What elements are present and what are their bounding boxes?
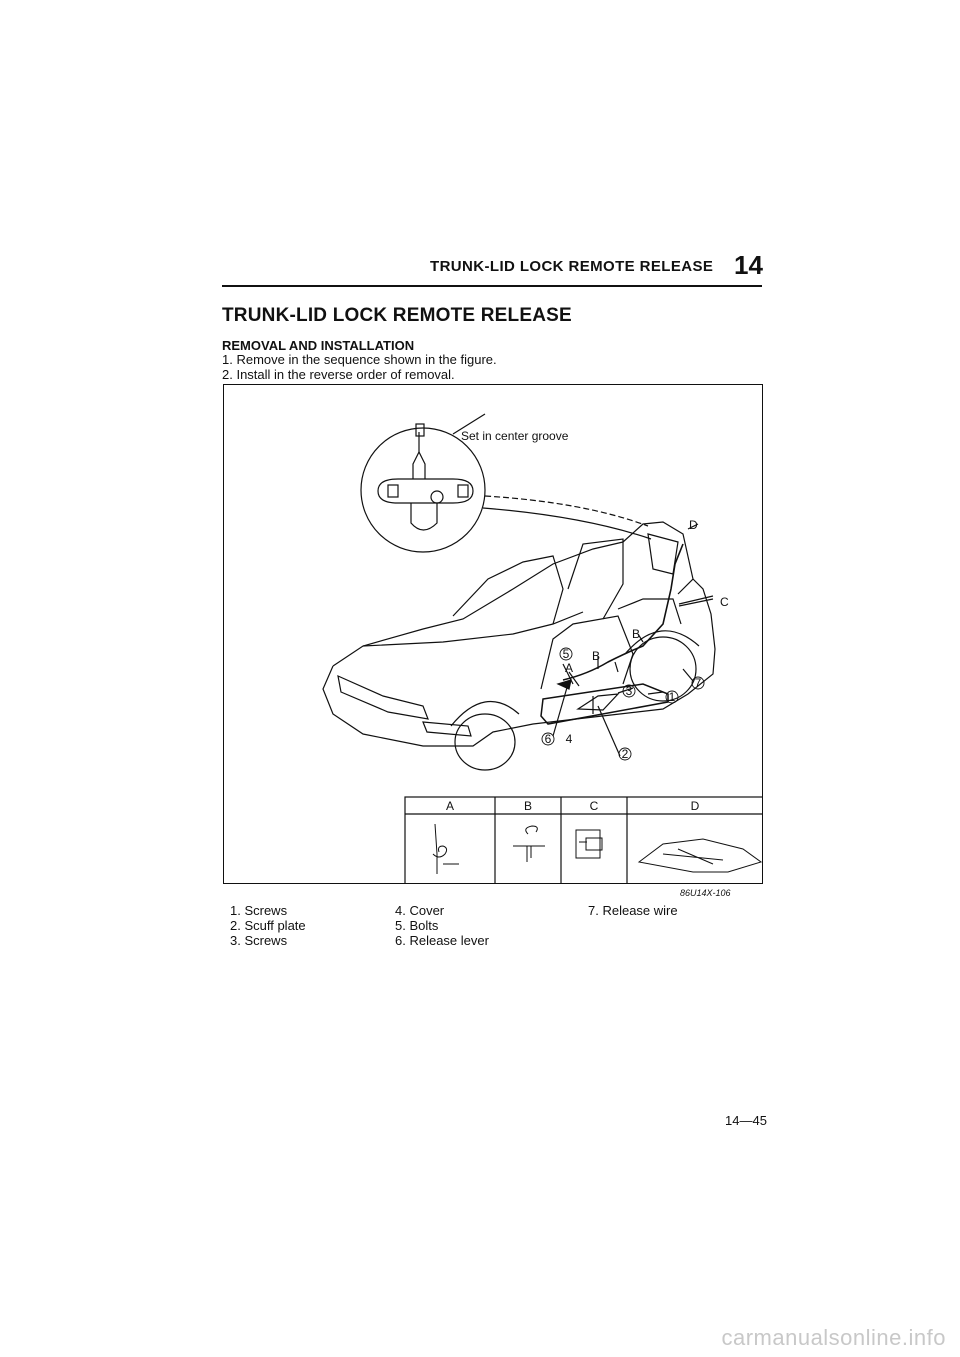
table-header-a: A xyxy=(446,799,454,813)
svg-text:3: 3 xyxy=(626,684,633,698)
detail-table xyxy=(404,796,763,884)
car-drawing xyxy=(322,413,716,771)
legend-item: 1. Screws xyxy=(230,903,288,918)
part-marker: 6 xyxy=(541,732,555,746)
part-marker: 2 xyxy=(618,747,632,761)
center-groove-callout: Set in center groove xyxy=(461,429,569,443)
chapter-number: 14 xyxy=(734,250,763,280)
svg-text:2: 2 xyxy=(622,747,629,761)
legend-item: 3. Screws xyxy=(230,933,288,948)
detail-circle xyxy=(360,427,486,553)
legend-item: 4. Cover xyxy=(395,903,445,918)
legend-item: 2. Scuff plate xyxy=(230,918,306,933)
legend-column: 1. Screws 2. Scuff plate 3. Screws xyxy=(230,903,306,948)
part-marker: 3 xyxy=(622,684,636,698)
svg-text:5: 5 xyxy=(563,647,570,661)
legend-item: 5. Bolts xyxy=(395,918,439,933)
svg-text:4: 4 xyxy=(566,732,573,746)
detail-label-a: A xyxy=(565,661,573,675)
svg-text:6: 6 xyxy=(545,732,552,746)
watermark: carmanualsonline.info xyxy=(0,1325,960,1351)
header-rule xyxy=(222,285,762,287)
part-marker: 4 xyxy=(566,732,573,746)
table-header-d: D xyxy=(691,799,700,813)
legend-item: 7. Release wire xyxy=(588,903,678,918)
legend-column: 4. Cover 5. Bolts 6. Release lever xyxy=(395,903,489,948)
legend-column: 7. Release wire xyxy=(588,903,678,918)
table-header-c: C xyxy=(590,799,599,813)
detail-label-b: B xyxy=(592,649,600,663)
table-header-b: B xyxy=(524,799,532,813)
part-marker: 1 xyxy=(665,690,679,704)
detail-label-b: B xyxy=(632,627,640,641)
watermark-text: carmanualsonline.info xyxy=(721,1325,946,1350)
figure-code: 86U14X-106 xyxy=(680,888,731,898)
header-title: TRUNK-LID LOCK REMOTE RELEASE xyxy=(430,258,714,275)
detail-sketches xyxy=(432,823,763,874)
legend-item: 6. Release lever xyxy=(395,933,489,948)
part-marker: 5 xyxy=(559,647,573,661)
section-title: TRUNK-LID LOCK REMOTE RELEASE xyxy=(222,305,572,326)
sub-heading: REMOVAL AND INSTALLATION xyxy=(222,338,415,353)
detail-label-c: C xyxy=(720,595,729,609)
instruction-step: 1. Remove in the sequence shown in the f… xyxy=(222,352,497,367)
figure-illustration: Set in center groove D C B B A 1 2 3 4 5… xyxy=(322,413,763,884)
detail-label-d: D xyxy=(689,518,698,532)
page-number: 14—45 xyxy=(725,1113,767,1128)
instruction-step: 2. Install in the reverse order of remov… xyxy=(222,367,455,382)
part-marker: 7 xyxy=(691,676,705,690)
svg-text:1: 1 xyxy=(669,690,676,704)
svg-text:7: 7 xyxy=(695,676,702,690)
